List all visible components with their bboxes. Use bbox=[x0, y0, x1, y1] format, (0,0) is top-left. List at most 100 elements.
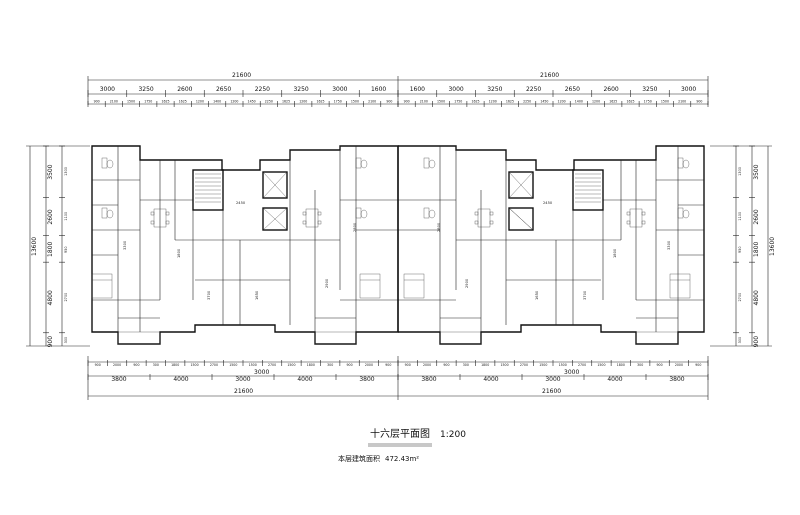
bottom-sub-label: 2000 bbox=[365, 363, 373, 367]
bottom-sub-label: 1800 bbox=[171, 363, 179, 367]
top-segment-label: 1600 bbox=[371, 86, 386, 93]
top-sub-label: 1450 bbox=[540, 100, 548, 104]
bottom-sub-label: 900 bbox=[95, 363, 101, 367]
bottom-segment-label: 3800 bbox=[669, 376, 684, 383]
bottom-segment-label: 3800 bbox=[111, 376, 126, 383]
top-sub-label: 1400 bbox=[575, 100, 583, 104]
top-sub-label: 1200 bbox=[299, 100, 307, 104]
bottom-sub-label: 900 bbox=[405, 363, 411, 367]
top-sub-label: 1200 bbox=[489, 100, 497, 104]
room-dim-left: 1650 bbox=[255, 290, 259, 300]
top-sub-label: 900 bbox=[696, 100, 702, 104]
top-sub-label: 1625 bbox=[506, 100, 514, 104]
top-sub-label: 1450 bbox=[248, 100, 256, 104]
top-sub-label: 2250 bbox=[523, 100, 531, 104]
bottom-sub-label: 300 bbox=[153, 363, 159, 367]
bottom-sub-label: 900 bbox=[385, 363, 391, 367]
left-sub: 1300 bbox=[64, 167, 68, 176]
top-segment-label: 2650 bbox=[565, 86, 580, 93]
left-segment: 2600 bbox=[47, 209, 54, 224]
elevator-left-a bbox=[262, 171, 288, 199]
bottom-sub-label: 1500 bbox=[249, 363, 257, 367]
top-sub-labels-left: 900 2100 1500 1750 1625 1625 1200 1400 1200 1450 2… bbox=[87, 100, 399, 107]
left-sub: 1100 bbox=[64, 212, 68, 221]
right-dimension-chain: 13600 3500130026001100180095048002700900… bbox=[710, 145, 776, 347]
elevator-right-b bbox=[508, 207, 534, 231]
room-dim-right: 1650 bbox=[535, 290, 539, 300]
bottom-sub-label: 2700 bbox=[210, 363, 218, 367]
bottom-overall-left: 21600 bbox=[234, 388, 253, 395]
top-segment-label: 2600 bbox=[177, 86, 192, 93]
top-sub-label: 1625 bbox=[179, 100, 187, 104]
top-segment-label: 3000 bbox=[448, 86, 463, 93]
top-sub-label: 1750 bbox=[644, 100, 652, 104]
bottom-sub-label: 300 bbox=[327, 363, 333, 367]
top-sub-label: 900 bbox=[386, 100, 392, 104]
top-sub-label: 1200 bbox=[230, 100, 238, 104]
top-sub-label: 1625 bbox=[471, 100, 479, 104]
bottom-sub-label: 900 bbox=[133, 363, 139, 367]
bottom-sub-label: 1800 bbox=[481, 363, 489, 367]
room-dim-left: 2800 bbox=[353, 222, 357, 232]
bottom-sub-label: 2700 bbox=[578, 363, 586, 367]
top-sub-label: 1500 bbox=[351, 100, 359, 104]
top-sub-label: 2100 bbox=[110, 100, 118, 104]
bottom-sub-label: 1500 bbox=[501, 363, 509, 367]
bottom-segment-label: 4000 bbox=[607, 376, 622, 383]
top-sub-label: 1500 bbox=[437, 100, 445, 104]
bottom-segment-label: 4000 bbox=[483, 376, 498, 383]
floor-area-label: 本层建筑面积 bbox=[338, 454, 380, 463]
drawing-title: 十六层平面图 bbox=[370, 427, 430, 440]
bottom-sub-label: 2700 bbox=[268, 363, 276, 367]
bottom-sub-label: 300 bbox=[637, 363, 643, 367]
corridor-dim-right: 2450 bbox=[543, 201, 553, 205]
bottom-segment-label: 3800 bbox=[359, 376, 374, 383]
right-sub: 950 bbox=[738, 246, 742, 252]
bottom-segment-label: 3000 bbox=[545, 376, 560, 383]
bottom-sub-label: 1500 bbox=[539, 363, 547, 367]
bottom-sub-label: 900 bbox=[347, 363, 353, 367]
top-sub-label: 900 bbox=[404, 100, 410, 104]
top-sub-label: 2250 bbox=[265, 100, 273, 104]
bottom-mid-right: 3000 bbox=[564, 369, 579, 376]
top-segment-label: 2250 bbox=[255, 86, 270, 93]
left-overall-dim: 13600 bbox=[31, 237, 38, 256]
right-sub: 300 bbox=[738, 337, 742, 343]
right-sub: 1100 bbox=[738, 212, 742, 221]
room-dim-left: 2900 bbox=[325, 278, 329, 288]
bottom-sub-label: 900 bbox=[695, 363, 701, 367]
top-segment-label: 3250 bbox=[642, 86, 657, 93]
drawing-scale: 1:200 bbox=[440, 430, 466, 440]
bottom-sub-label: 1800 bbox=[617, 363, 625, 367]
title-block: 十六层平面图 1:200 本层建筑面积 472.43m² bbox=[338, 427, 466, 463]
top-sub-label: 1625 bbox=[316, 100, 324, 104]
bottom-segment-label: 4000 bbox=[173, 376, 188, 383]
top-segment-label: 3250 bbox=[138, 86, 153, 93]
left-segment: 900 bbox=[47, 336, 54, 348]
bottom-sub-label: 1800 bbox=[307, 363, 315, 367]
top-segment-label: 2650 bbox=[216, 86, 231, 93]
bottom-segment-label: 4000 bbox=[297, 376, 312, 383]
top-sub-label: 900 bbox=[94, 100, 100, 104]
top-segment-label: 2600 bbox=[603, 86, 618, 93]
left-sub: 950 bbox=[64, 246, 68, 252]
top-sub-label: 1750 bbox=[334, 100, 342, 104]
left-segment: 4800 bbox=[47, 290, 54, 305]
top-overall-right: 21600 bbox=[540, 72, 559, 79]
room-dim-left: 1800 bbox=[177, 248, 181, 258]
bottom-sub-label: 2000 bbox=[675, 363, 683, 367]
top-segment-label: 3000 bbox=[332, 86, 347, 93]
room-dim-right: 2900 bbox=[465, 278, 469, 288]
left-sub: 300 bbox=[64, 337, 68, 343]
top-sub-label: 1400 bbox=[213, 100, 221, 104]
top-sub-label: 1200 bbox=[196, 100, 204, 104]
